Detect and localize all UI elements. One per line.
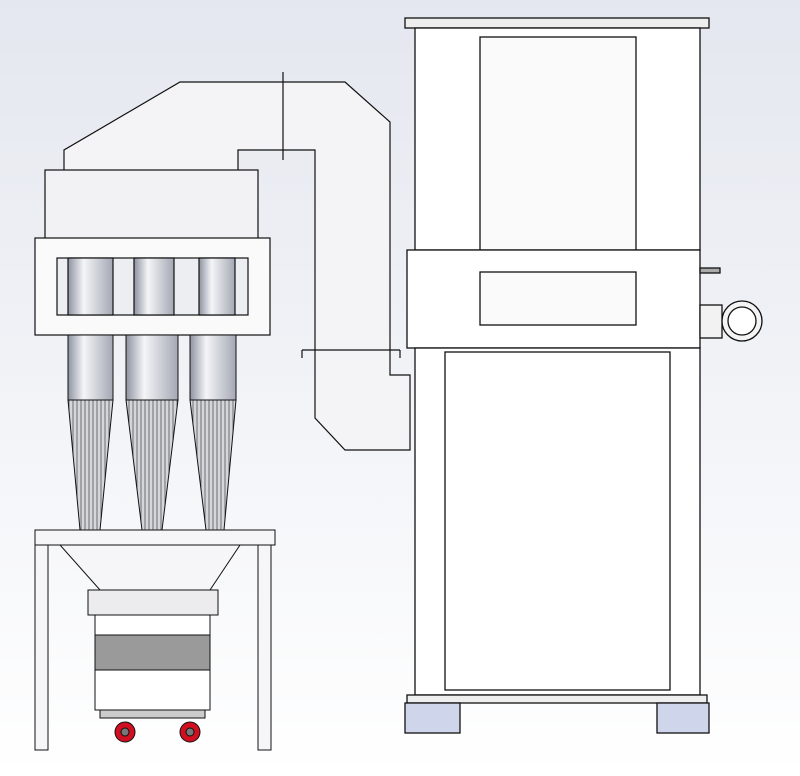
cyclone-housing — [34, 169, 271, 336]
collection-bin — [87, 589, 219, 743]
foot-left — [404, 702, 461, 734]
duct — [63, 72, 411, 451]
support-frame — [34, 529, 276, 751]
filter-cabinet — [404, 17, 763, 734]
cyclones — [67, 334, 237, 531]
foot-right — [656, 702, 710, 734]
